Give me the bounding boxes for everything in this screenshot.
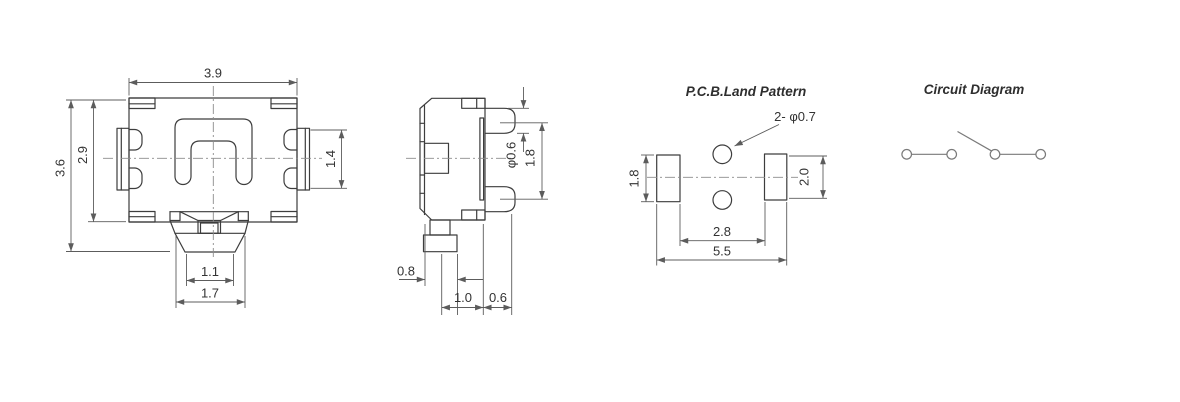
side-view-outline <box>419 97 516 253</box>
dim-stem-top-width: 1.7 <box>201 286 219 301</box>
circuit-diagram: Circuit Diagram <box>901 82 1047 160</box>
dim-side-tab-height: 1.4 <box>323 150 338 168</box>
terminal-upper <box>484 107 516 134</box>
circuit-diagram-title: Circuit Diagram <box>924 82 1025 97</box>
dim-pad-right-height: 2.0 <box>797 168 812 186</box>
corner-tab-bottom-right <box>270 210 298 223</box>
pcb-land-pattern: P.C.B.Land Pattern 2- φ0.7 1.8 2.0 2.8 5… <box>627 84 827 266</box>
dim-terminal-protrusion: 0.6 <box>489 290 507 305</box>
dim-overall-width: 5.5 <box>713 244 731 259</box>
dim-stem-width: 0.8 <box>397 264 415 279</box>
hook-right-lower <box>283 167 298 190</box>
terminal-node-4 <box>1035 148 1047 160</box>
terminal-strip <box>479 117 485 201</box>
dim-front-body-height: 2.9 <box>75 146 90 164</box>
side-top-notch <box>461 97 486 109</box>
hole-callout-leader <box>734 124 780 147</box>
hole-callout-label: 2- φ0.7 <box>774 109 816 124</box>
side-bottom-notch <box>461 209 486 221</box>
side-view-dimensions: φ0.6 1.8 0.8 1.0 0.6 <box>397 87 548 315</box>
dim-hole-to-pad-span: 2.8 <box>713 224 731 239</box>
hook-left-lower <box>128 167 143 190</box>
actuator-stem-front <box>169 211 249 253</box>
dim-front-width: 3.9 <box>204 66 222 81</box>
dim-front-total-height: 3.6 <box>53 159 68 177</box>
side-tab-left <box>116 127 130 191</box>
side-body-outline <box>419 97 486 221</box>
front-view-outline <box>116 97 311 253</box>
corner-tab-top-left <box>128 97 156 110</box>
pcb-land-pattern-title: P.C.B.Land Pattern <box>686 84 807 99</box>
terminal-node-3 <box>989 148 1001 160</box>
stem-neck-side <box>429 219 451 236</box>
corner-tab-top-right <box>270 97 298 110</box>
terminal-node-1 <box>901 148 913 160</box>
hook-left-upper <box>128 128 143 151</box>
dim-stem-bottom-width: 1.1 <box>201 264 219 279</box>
hole-top <box>712 144 733 165</box>
switch-lever <box>957 130 992 152</box>
spring-contact-outline <box>174 118 253 186</box>
dim-terminal-pitch: 1.8 <box>523 149 538 167</box>
front-view-centerlines <box>103 86 322 257</box>
pad-left <box>656 154 681 203</box>
dim-terminal-diameter: φ0.6 <box>504 142 519 169</box>
dim-stem-to-edge: 1.0 <box>454 290 472 305</box>
hole-bottom <box>712 190 733 210</box>
dim-pad-left-height: 1.8 <box>627 169 642 187</box>
terminal-node-2 <box>946 148 958 160</box>
corner-tab-bottom-left <box>128 210 156 223</box>
side-tab-right <box>296 127 311 191</box>
hook-right-upper <box>283 128 298 151</box>
front-view-dimensions: 3.9 3.6 2.9 1.4 1.1 1.7 <box>53 66 347 308</box>
stem-foot-side <box>422 234 458 253</box>
